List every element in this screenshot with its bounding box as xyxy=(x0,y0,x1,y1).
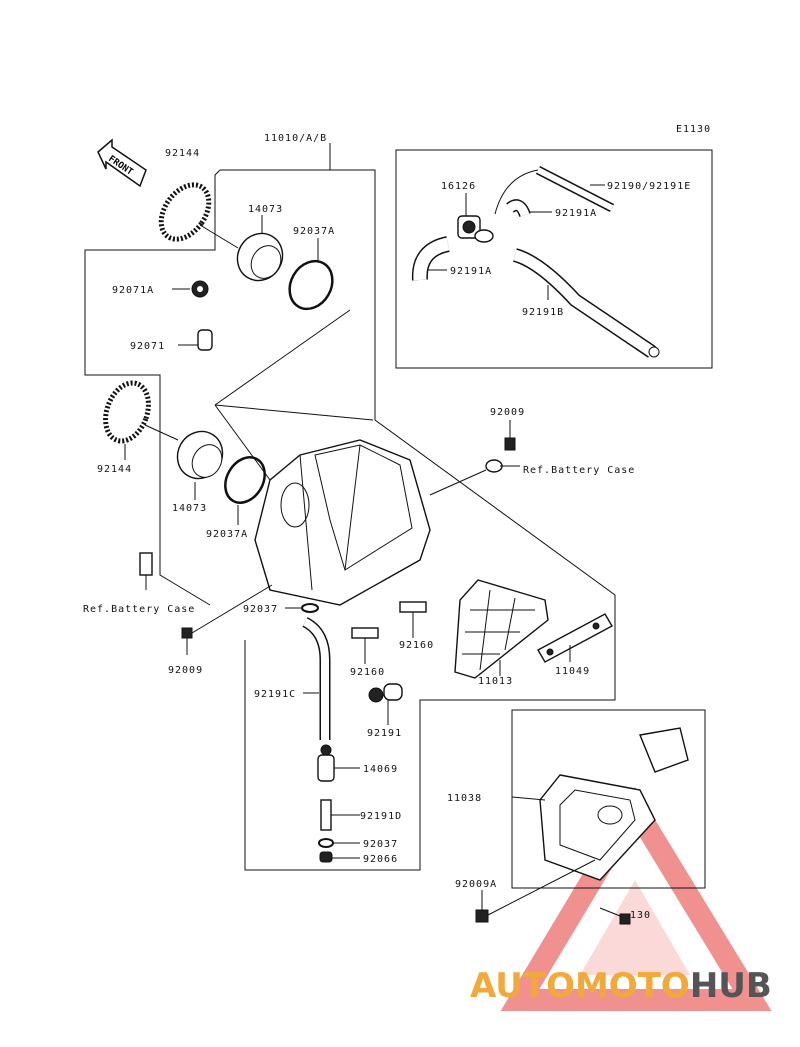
assembly-outline-upper xyxy=(220,169,616,871)
label-14073-top: 14073 xyxy=(248,204,283,215)
label-92037a-mid: 92037A xyxy=(206,529,248,540)
bolt-icon-92009-left xyxy=(181,584,273,655)
front-arrow-icon: FRONT xyxy=(97,138,147,188)
screw-icon-130 xyxy=(599,907,631,925)
label-11013: 11013 xyxy=(478,676,513,687)
label-11038: 11038 xyxy=(447,793,482,804)
label-92160-a: 92160 xyxy=(350,667,385,678)
clamp-ring-icon-top xyxy=(288,238,334,311)
label-14073-mid: 14073 xyxy=(172,503,207,514)
drain-plug-icon-14069 xyxy=(317,744,360,782)
duct-boot-icon-mid xyxy=(176,430,224,500)
hose-icon-92191c xyxy=(302,617,331,740)
label-92037: 92037 xyxy=(243,604,278,615)
watermark-triangle-icon xyxy=(500,786,772,1011)
label-92144-top: 92144 xyxy=(165,148,200,159)
label-92066: 92066 xyxy=(363,854,398,865)
label-92009-left: 92009 xyxy=(168,665,203,676)
label-92191: 92191 xyxy=(367,728,402,739)
watermark-part2: HUB xyxy=(690,966,772,1006)
hose-icon-92191b xyxy=(512,248,660,358)
air-cleaner-cover-icon xyxy=(511,727,689,881)
breather-tube-icon-92190 xyxy=(494,165,615,215)
hose-icon-92191d xyxy=(320,799,360,831)
plate-icon-11049 xyxy=(537,613,613,663)
label-14069: 14069 xyxy=(363,764,398,775)
label-92191c: 92191C xyxy=(254,689,296,700)
fitting-icon-92191 xyxy=(368,683,403,725)
hose-icon-92191a-low xyxy=(411,236,451,281)
clamp-ring-icon-mid xyxy=(224,456,266,525)
spring-clamp-icon-mid xyxy=(103,380,179,460)
label-16126: 16126 xyxy=(441,181,476,192)
air-filter-element-icon xyxy=(454,579,549,679)
grommet-icon-92071 xyxy=(178,329,213,351)
pad-icon-92160-b xyxy=(399,601,427,613)
label-ref-battery-right: Ref.Battery Case xyxy=(523,465,635,476)
clip-icon-92037-low xyxy=(318,838,360,848)
air-cleaner-housing-icon xyxy=(214,404,431,606)
label-92037-low: 92037 xyxy=(363,839,398,850)
watermark-part1: AUTOMOTO xyxy=(470,966,690,1006)
label-92144-mid: 92144 xyxy=(97,464,132,475)
label-92190: 92190/92191E xyxy=(607,181,691,192)
inset-frame-top xyxy=(395,149,713,369)
diagram-code: E1130 xyxy=(676,124,711,135)
pad-icon-92160-a xyxy=(351,627,379,639)
label-11010: 11010/A/B xyxy=(264,133,327,144)
grommet-icon-92071a xyxy=(172,280,209,298)
label-92071: 92071 xyxy=(130,341,165,352)
hose-icon-92191a-top xyxy=(506,199,552,218)
cap-icon-92066 xyxy=(319,851,360,863)
label-92191a-top: 92191A xyxy=(555,208,597,219)
battery-case-ref-icon-left xyxy=(139,552,153,576)
label-92009-right: 92009 xyxy=(490,407,525,418)
breather-valve-icon-16126 xyxy=(457,193,494,243)
assembly-outline-left xyxy=(84,169,221,606)
label-92160-b: 92160 xyxy=(399,640,434,651)
label-92009a: 92009A xyxy=(455,879,497,890)
spring-clamp-icon-top xyxy=(158,182,239,249)
watermark-text: AUTOMOTOHUB xyxy=(470,966,772,1006)
label-92191d: 92191D xyxy=(360,811,402,822)
bolt-icon-92009-right xyxy=(429,420,520,496)
label-92191a-low: 92191A xyxy=(450,266,492,277)
label-130: 130 xyxy=(630,910,651,921)
hose-clip-icon-92037 xyxy=(285,603,319,613)
label-92037a-top: 92037A xyxy=(293,226,335,237)
label-92191b: 92191B xyxy=(522,307,564,318)
inset-frame-bottom xyxy=(511,709,706,889)
bolt-icon-92009a xyxy=(475,859,596,923)
label-11049: 11049 xyxy=(555,666,590,677)
label-ref-battery-left: Ref.Battery Case xyxy=(83,604,195,615)
duct-boot-icon-top xyxy=(236,215,284,282)
label-92071a: 92071A xyxy=(112,285,154,296)
